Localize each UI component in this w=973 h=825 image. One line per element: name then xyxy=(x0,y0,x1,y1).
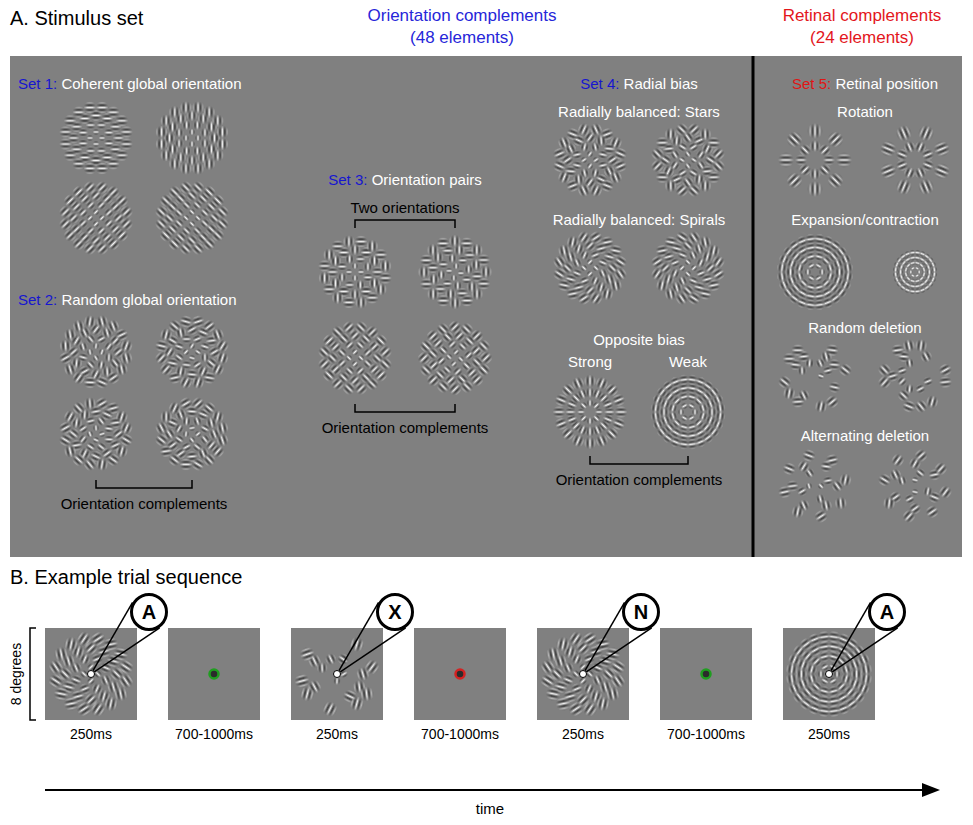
figure: A. Stimulus setOrientation complements(4… xyxy=(0,0,973,825)
